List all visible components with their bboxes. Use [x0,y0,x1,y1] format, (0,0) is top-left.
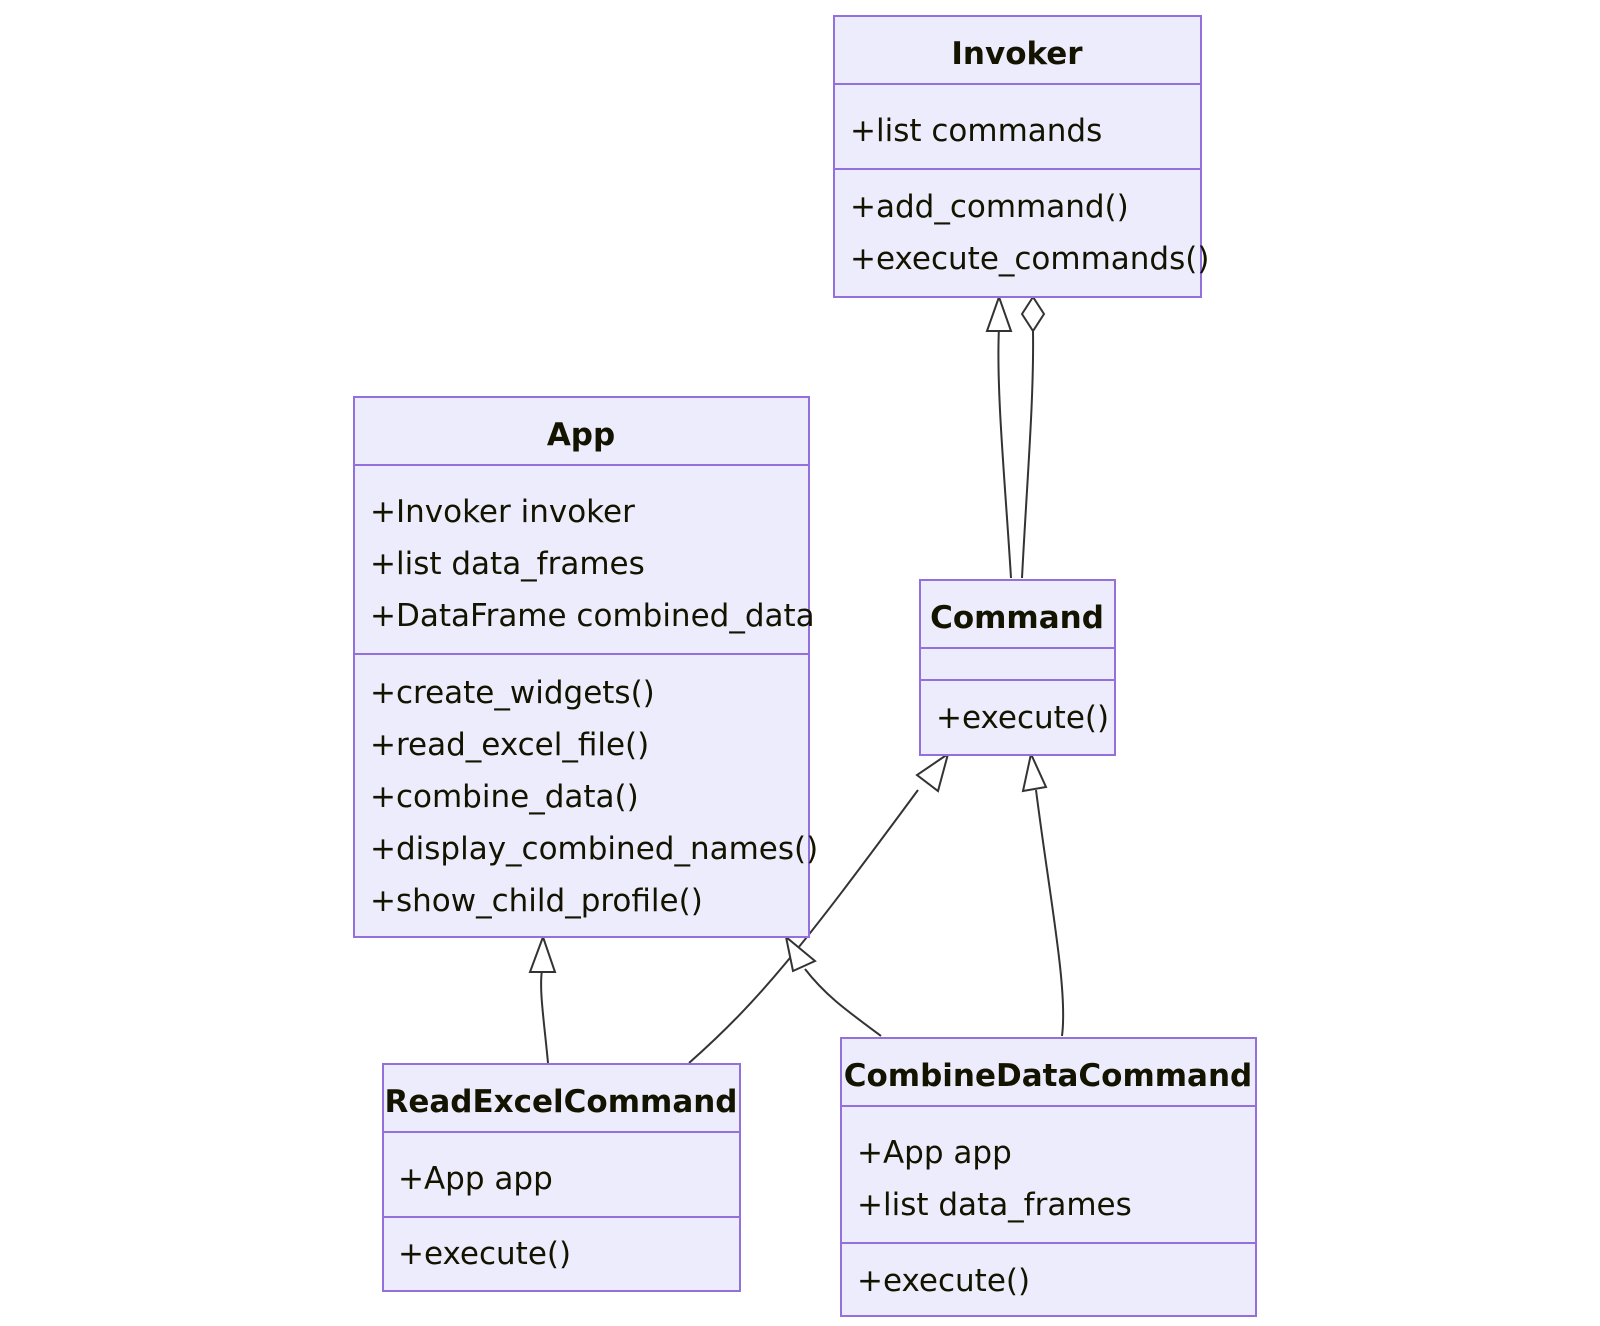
edge-command-invoker-aggregation [1021,330,1035,579]
class-title: CombineDataCommand [844,1058,1252,1094]
class-attribute: +list data_frames [857,1187,1132,1223]
class-app[interactable]: App +Invoker invoker +list data_frames +… [353,396,818,938]
edge-command-invoker-inheritance [997,326,1012,579]
class-method: +combine_data() [370,779,639,815]
class-title: Invoker [951,36,1083,72]
class-attribute: +list commands [850,113,1102,149]
class-attribute: +list data_frames [370,546,645,582]
class-method: +execute() [398,1236,571,1272]
edge-combinedata-app [804,968,882,1037]
inheritance-arrow-icon [1021,750,1048,793]
inheritance-arrow-icon [985,293,1013,332]
class-title: App [547,417,615,453]
class-attribute: +App app [857,1135,1012,1171]
class-title: Command [930,600,1104,636]
class-method: +read_excel_file() [370,727,649,763]
class-attribute: +App app [398,1161,553,1197]
class-method: +add_command() [850,189,1129,225]
class-title: ReadExcelCommand [384,1084,737,1120]
edge-readexcel-app [540,969,549,1064]
inheritance-arrow-icon [528,934,557,973]
class-method: +display_combined_names() [370,831,818,867]
class-attribute: +DataFrame combined_data [370,598,815,634]
class-method: +show_child_profile() [370,883,703,919]
class-invoker[interactable]: Invoker +list commands +add_command() +e… [833,15,1209,298]
edge-combinedata-command [1035,789,1065,1037]
aggregation-diamond-icon [1020,295,1046,333]
class-command[interactable]: Command +execute() [919,579,1116,756]
inheritance-arrow-icon [915,751,950,793]
class-method: +execute() [857,1263,1030,1299]
class-read-excel-command[interactable]: ReadExcelCommand +App app +execute() [382,1063,741,1292]
class-combine-data-command[interactable]: CombineDataCommand +App app +list data_f… [840,1037,1257,1317]
inheritance-arrow-icon [784,934,817,973]
class-method: +execute_commands() [850,241,1209,277]
class-method: +create_widgets() [370,675,655,711]
relations [528,293,1065,1064]
class-attribute: +Invoker invoker [370,494,635,530]
class-method: +execute() [936,700,1109,736]
edge-readexcel-command [688,789,919,1064]
